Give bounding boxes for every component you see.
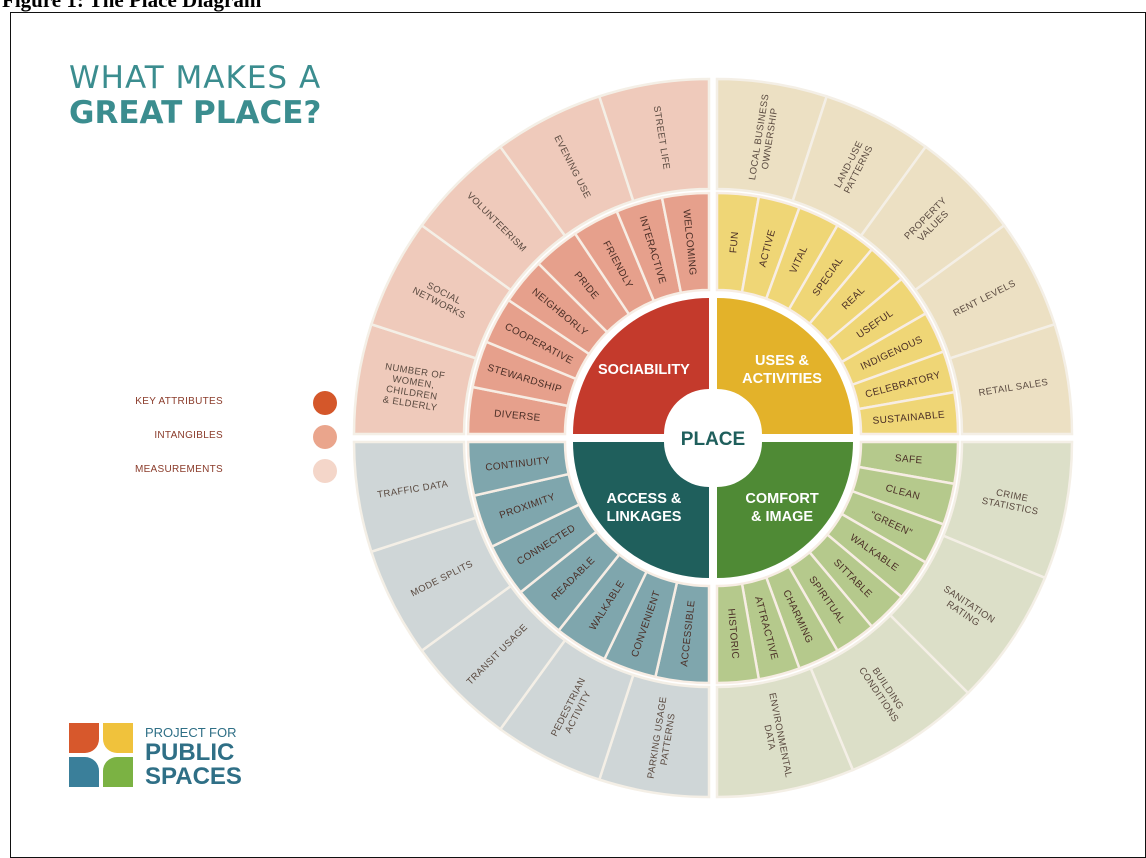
logo-line-1: PROJECT FOR bbox=[145, 725, 237, 740]
intangible-label: SAFE bbox=[894, 453, 923, 466]
legend-swatch bbox=[313, 459, 337, 483]
intangible-segment-comfort bbox=[715, 582, 761, 685]
measurement-segment-access bbox=[352, 440, 478, 554]
key-attribute-comfort bbox=[717, 442, 853, 578]
intangible-label: HISTORIC bbox=[725, 608, 740, 660]
intangible-segment-uses bbox=[857, 390, 960, 436]
key-attribute-label: SOCIABILITY bbox=[598, 362, 690, 378]
measurement-label-line: DATA bbox=[761, 724, 777, 751]
key-attribute-label: ACCESS & LINKAGES bbox=[606, 491, 681, 525]
intangible-segment-access bbox=[466, 440, 571, 498]
key-attribute-sociability bbox=[573, 298, 709, 434]
center-label: PLACE bbox=[681, 429, 745, 450]
key-attribute-label-line: & IMAGE bbox=[751, 509, 813, 525]
logo-square-orange bbox=[69, 723, 99, 753]
legend-swatch bbox=[313, 425, 337, 449]
legend-label: MEASUREMENTS bbox=[134, 464, 223, 475]
logo-line-2: PUBLIC bbox=[145, 739, 235, 766]
logo-line-3: SPACES bbox=[145, 763, 242, 790]
legend-swatch bbox=[313, 391, 337, 415]
intangible-segment-sociability bbox=[660, 191, 711, 295]
key-attribute-label-line: LINKAGES bbox=[606, 509, 681, 525]
key-attribute-label-line: USES & bbox=[755, 353, 810, 369]
title-line-1: WHAT MAKES A bbox=[69, 60, 322, 96]
logo-square-blue bbox=[69, 757, 99, 787]
key-attribute-label-line: COMFORT bbox=[745, 491, 818, 507]
key-attribute-label: USES & ACTIVITIES bbox=[742, 353, 822, 387]
intangible-label: DIVERSE bbox=[494, 408, 542, 424]
intangible-label-line: HISTORIC bbox=[725, 608, 740, 660]
title-line-2: GREAT PLACE? bbox=[69, 95, 322, 131]
measurement-segment-sociability bbox=[597, 77, 711, 203]
key-attribute-label-line: ACTIVITIES bbox=[742, 371, 822, 387]
logo-square-yellow bbox=[103, 723, 133, 753]
center-circle bbox=[670, 395, 756, 481]
key-attribute-label-line: ACCESS & bbox=[606, 491, 681, 507]
intangible-label-line: FUN bbox=[728, 231, 741, 254]
intangible-label-line: SAFE bbox=[894, 453, 923, 466]
logo-square-green bbox=[103, 757, 133, 787]
key-attribute-label-line: SOCIABILITY bbox=[598, 362, 690, 378]
intangible-label: FUN bbox=[728, 231, 741, 254]
intangible-label-line: DIVERSE bbox=[494, 408, 542, 424]
measurement-segment-uses bbox=[948, 322, 1074, 436]
legend-label: KEY ATTRIBUTES bbox=[135, 396, 223, 407]
key-attribute-access bbox=[573, 442, 709, 578]
key-attribute-label: COMFORT & IMAGE bbox=[745, 491, 818, 525]
measurement-segment-comfort bbox=[715, 666, 855, 799]
key-attribute-uses bbox=[717, 298, 853, 434]
legend-label: INTANGIBLES bbox=[154, 430, 223, 441]
diagram-title: WHAT MAKES A GREAT PLACE? bbox=[69, 63, 321, 129]
figure-caption: Figure 1: The Place Diagram bbox=[2, 0, 262, 12]
